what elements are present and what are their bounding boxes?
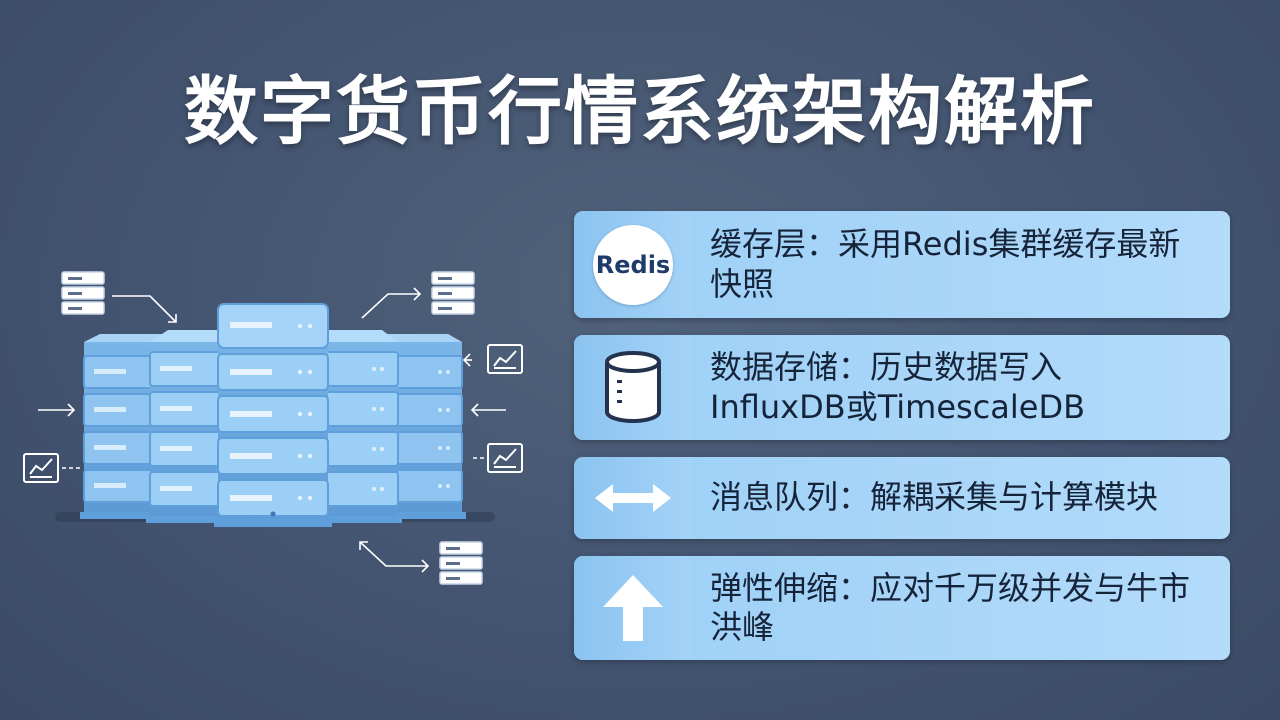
panel-message-queue: 消息队列：解耦采集与计算模块 — [574, 457, 1230, 539]
up-arrow-icon — [603, 575, 663, 641]
panel-icon-cell — [574, 457, 692, 539]
chart-box-icon — [23, 453, 59, 483]
page-title: 数字货币行情系统架构解析 — [184, 69, 1096, 155]
panel-icon-cell — [574, 335, 692, 440]
arrow-icon — [38, 403, 76, 417]
arrow-icon — [470, 403, 506, 417]
double-arrow-icon — [595, 484, 671, 512]
database-cylinder-icon — [605, 350, 661, 423]
arrow-icon — [462, 353, 472, 367]
panel-cache-layer: Redis 缓存层：采用Redis集群缓存最新快照 — [574, 211, 1230, 318]
arrow-icon — [359, 541, 430, 573]
server-rack-center — [214, 303, 332, 527]
panel-text: 弹性伸缩：应对千万级并发与牛市洪峰 — [710, 568, 1191, 646]
server-stack-icon — [431, 271, 475, 315]
arrow-icon — [112, 295, 177, 323]
arrow-icon — [361, 287, 422, 319]
server-stack-icon — [439, 541, 483, 585]
chart-box-icon — [487, 344, 523, 374]
panel-data-storage: 数据存储：历史数据写入InfluxDB或TimescaleDB — [574, 335, 1230, 440]
server-cluster-illustration — [0, 250, 560, 600]
panel-icon-cell: Redis — [574, 211, 692, 318]
panel-elastic-scaling: 弹性伸缩：应对千万级并发与牛市洪峰 — [574, 556, 1230, 660]
redis-logo-icon: Redis — [593, 224, 673, 305]
panel-icon-cell — [574, 556, 692, 660]
panel-text: 消息队列：解耦采集与计算模块 — [710, 478, 1159, 517]
panel-text: 数据存储：历史数据写入InfluxDB或TimescaleDB — [710, 348, 1086, 426]
chart-box-icon — [487, 443, 523, 473]
panel-text: 缓存层：采用Redis集群缓存最新快照 — [710, 225, 1181, 303]
server-rack-right-mid — [318, 330, 402, 523]
server-cluster-graphic — [23, 271, 523, 585]
server-stack-icon — [61, 271, 105, 315]
